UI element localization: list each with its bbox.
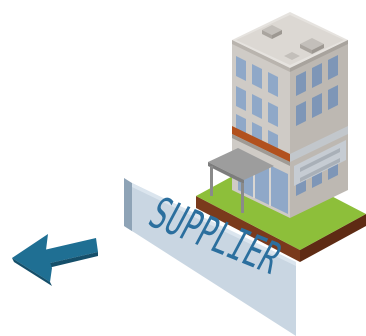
arrow-left-icon — [12, 234, 98, 286]
office-building-icon — [196, 12, 366, 262]
